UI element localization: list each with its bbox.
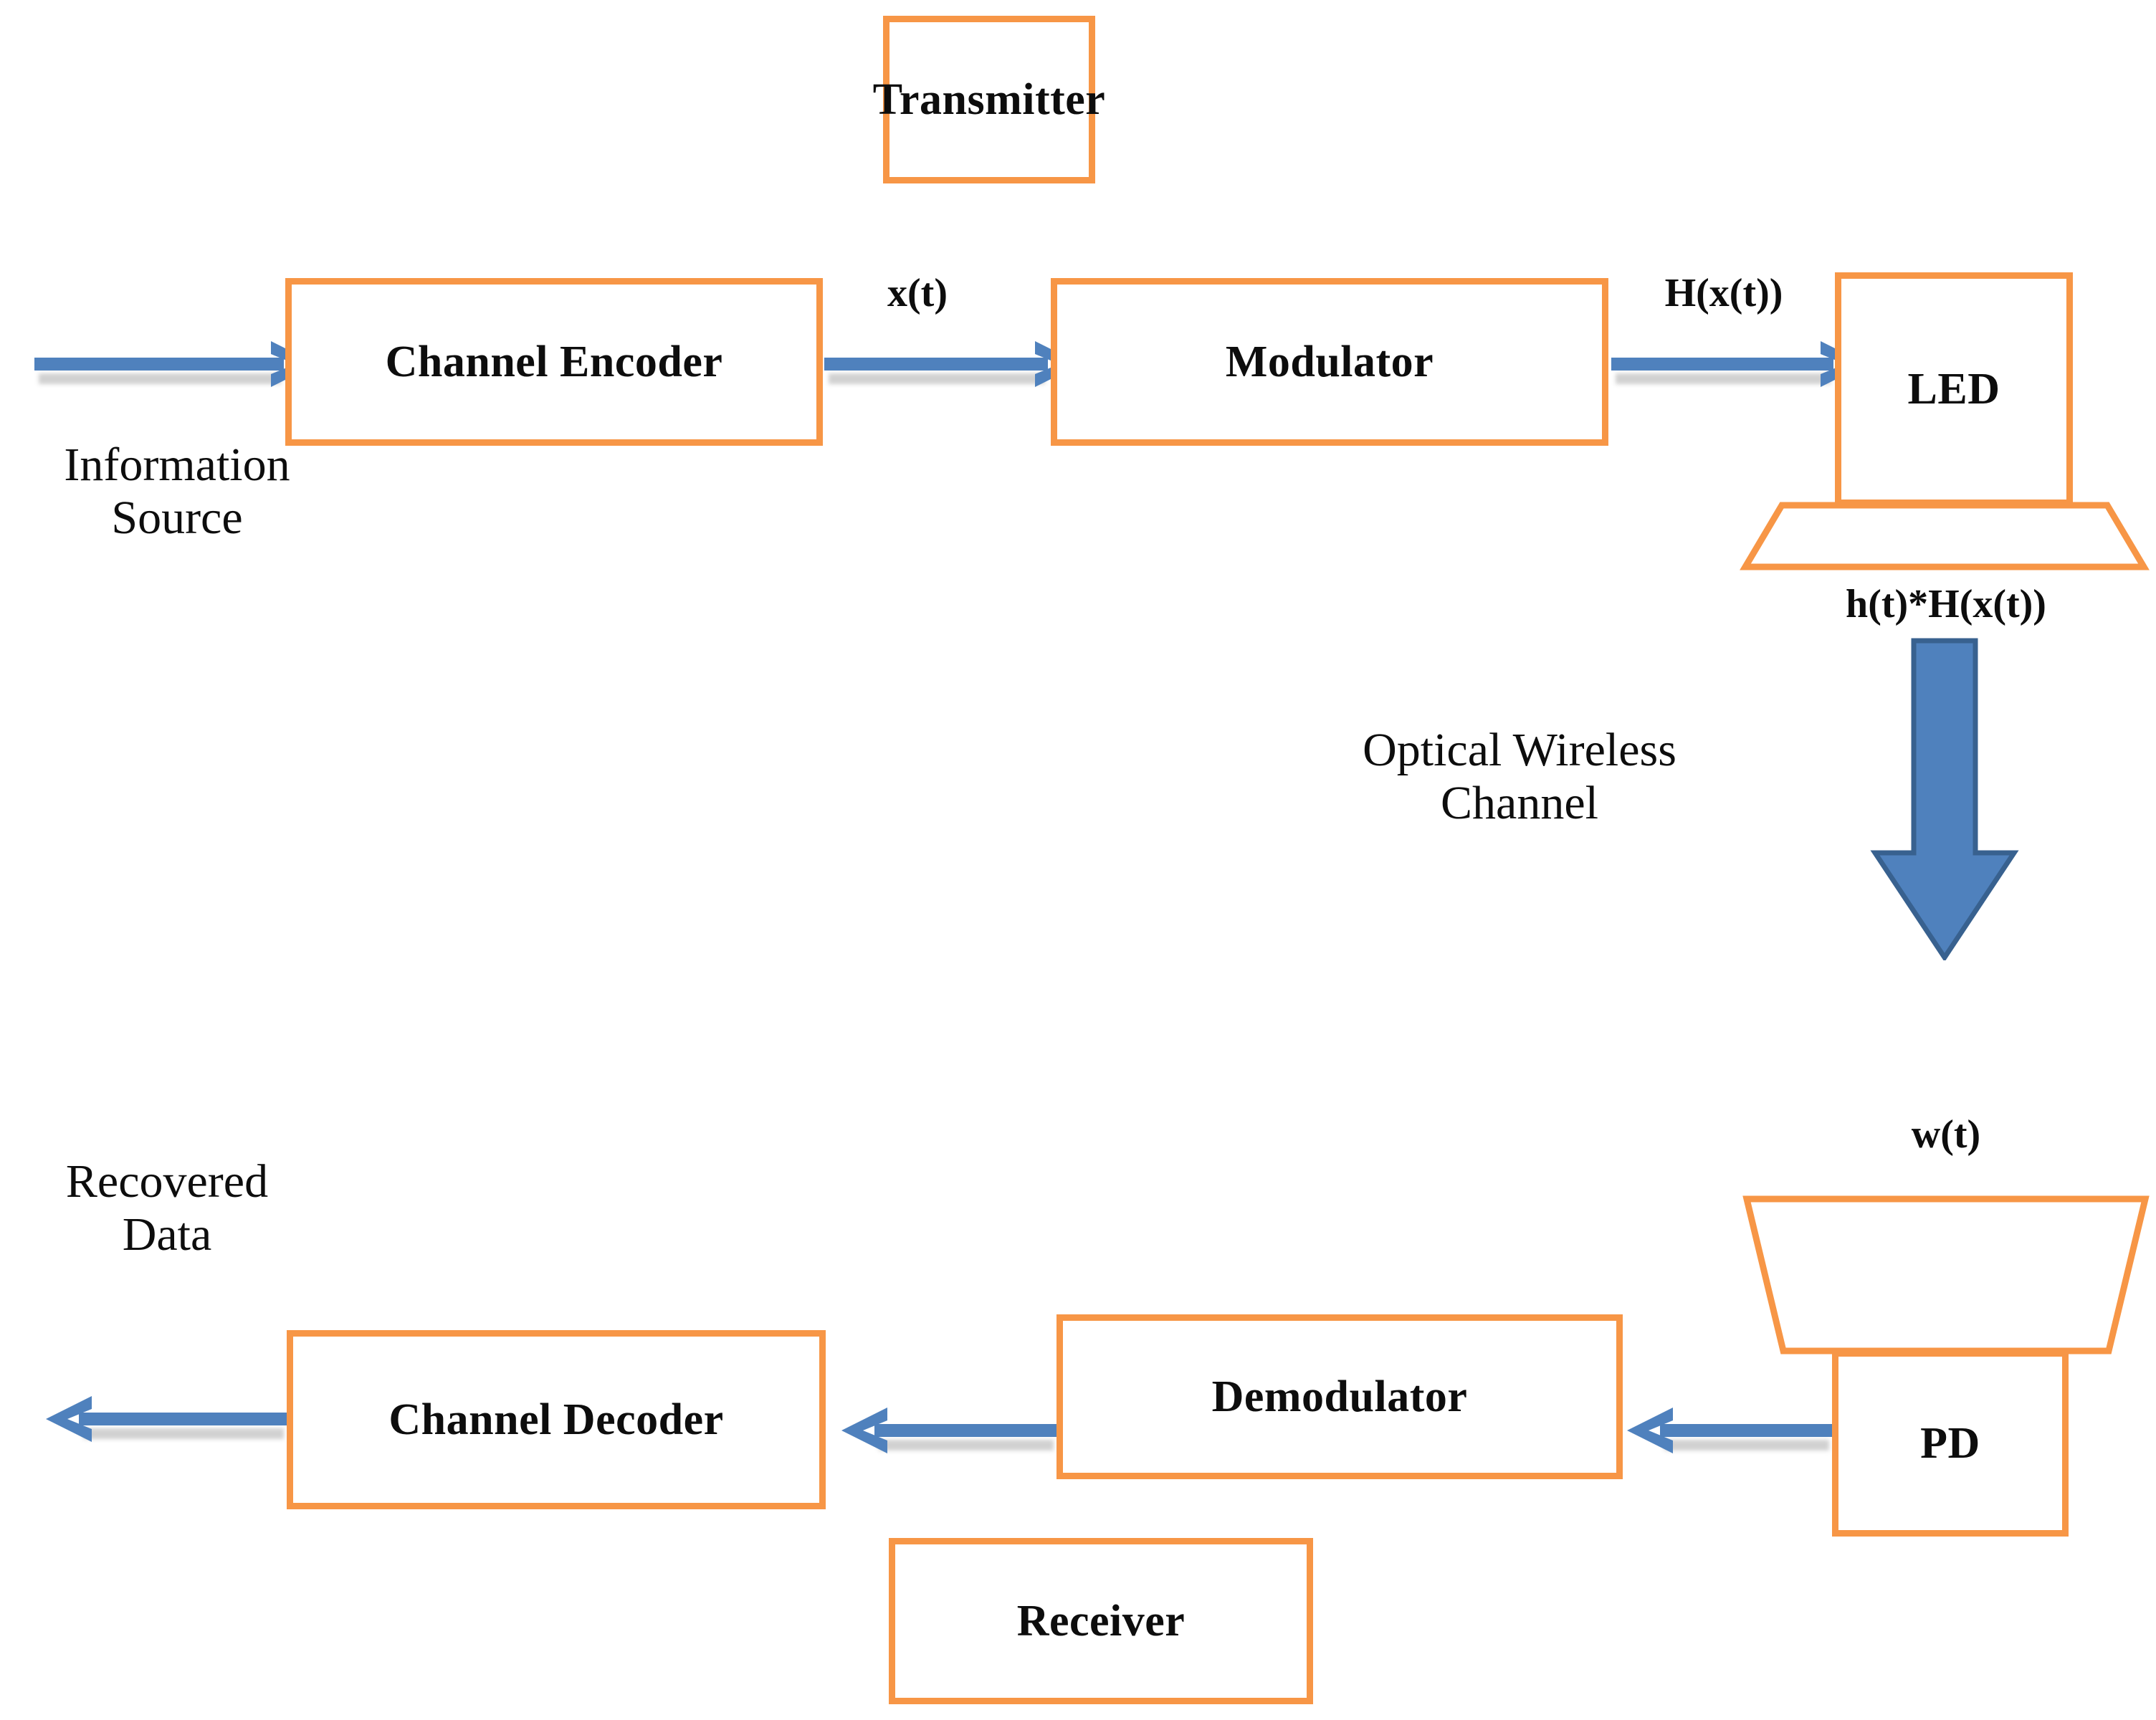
receiver-section-label: Receiver xyxy=(1016,1596,1186,1645)
arrow-head-right-icon xyxy=(1816,337,1871,391)
channel-encoder-block[interactable]: Channel Encoder xyxy=(285,278,823,446)
channel-signal-label: h(t)*H(x(t)) xyxy=(1846,582,2046,626)
arrow-head-left-icon xyxy=(837,1403,892,1458)
channel-decoder-block[interactable]: Channel Decoder xyxy=(287,1330,826,1509)
arrow-shadow xyxy=(39,373,281,384)
arrow-head-left-icon xyxy=(1623,1403,1677,1458)
encoder-output-signal-label: x(t) xyxy=(887,271,948,315)
optical-wireless-channel-label: Optical Wireless Channel xyxy=(1363,724,1676,829)
led-lamp-shade-trapezoid xyxy=(1740,502,2150,570)
pd-label: PD xyxy=(1920,1418,1980,1468)
pd-collector-trapezoid xyxy=(1742,1195,2150,1354)
recovered-data-label: Recovered Data xyxy=(65,1155,269,1261)
noise-signal-label: w(t) xyxy=(1911,1112,1981,1157)
arrow-shaft xyxy=(874,1424,1056,1437)
arrow-shadow xyxy=(829,373,1045,384)
arrow-shadow xyxy=(879,1440,1054,1451)
led-block[interactable]: LED xyxy=(1835,272,2073,506)
information-source-label: Information Source xyxy=(64,439,290,544)
optical-channel-down-arrow xyxy=(1869,638,2020,960)
arrow-shadow xyxy=(1616,373,1831,384)
receiver-section-box[interactable]: Receiver xyxy=(889,1538,1313,1704)
arrow-shaft xyxy=(34,358,284,371)
modulator-output-signal-label: H(x(t)) xyxy=(1664,271,1783,315)
arrow-shadow xyxy=(83,1428,284,1439)
demodulator-label: Demodulator xyxy=(1211,1372,1468,1421)
transmitter-section-label: Transmitter xyxy=(872,75,1106,124)
arrow-head-left-icon xyxy=(42,1392,96,1446)
arrow-shadow xyxy=(1664,1440,1829,1451)
led-label: LED xyxy=(1907,364,2000,414)
modulator-block[interactable]: Modulator xyxy=(1051,278,1608,446)
channel-decoder-label: Channel Decoder xyxy=(388,1395,724,1444)
arrow-shaft xyxy=(1660,1424,1832,1437)
arrow-head-right-icon xyxy=(267,337,321,391)
arrow-shaft xyxy=(1611,358,1833,371)
demodulator-block[interactable]: Demodulator xyxy=(1056,1314,1623,1479)
modulator-label: Modulator xyxy=(1225,337,1434,386)
arrow-shaft xyxy=(824,358,1048,371)
channel-encoder-label: Channel Encoder xyxy=(385,337,723,386)
arrow-head-right-icon xyxy=(1031,337,1085,391)
arrow-shaft xyxy=(79,1413,287,1425)
transmitter-section-box[interactable]: Transmitter xyxy=(873,16,1105,183)
pd-block[interactable]: PD xyxy=(1832,1350,2069,1537)
